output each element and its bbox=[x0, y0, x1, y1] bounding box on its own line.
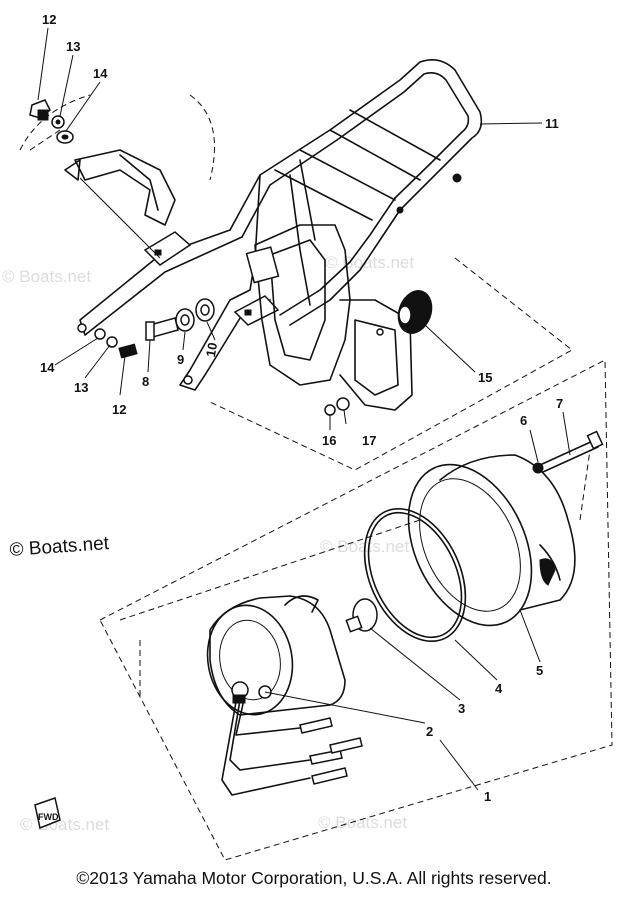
hardware-lower-left bbox=[94, 298, 350, 416]
callout-13-bot: 13 bbox=[74, 380, 88, 395]
callout-13-top: 13 bbox=[66, 39, 80, 54]
fwd-label: FWD bbox=[38, 812, 59, 822]
watermark-bottom-left: © Boats.net bbox=[20, 815, 109, 834]
callout-9: 9 bbox=[177, 352, 184, 367]
callout-14-top: 14 bbox=[93, 66, 108, 81]
dashed-outlines bbox=[19, 94, 613, 861]
fwd-stamp: FWD bbox=[34, 797, 61, 830]
grommet-15 bbox=[397, 290, 433, 334]
leader-lines bbox=[37, 27, 571, 791]
callout-3: 3 bbox=[458, 701, 465, 716]
fender-fragment bbox=[64, 149, 176, 226]
callout-4: 4 bbox=[495, 681, 503, 696]
copyright-notice: ©2013 Yamaha Motor Corporation, U.S.A. A… bbox=[76, 868, 552, 888]
callouts: 12 13 14 11 14 13 12 8 9 10 15 16 17 6 7… bbox=[40, 12, 563, 804]
callout-5: 5 bbox=[536, 663, 543, 678]
callout-11: 11 bbox=[545, 116, 559, 131]
callout-7: 7 bbox=[556, 396, 563, 411]
callout-12-bot: 12 bbox=[112, 402, 126, 417]
headlight-shell-5 bbox=[407, 454, 576, 627]
bolt-7 bbox=[532, 430, 604, 474]
watermark-bottom-mid: © Boats.net bbox=[318, 813, 407, 832]
watermark-prominent: © Boats.net bbox=[9, 533, 110, 561]
watermark-left: © Boats.net bbox=[2, 267, 91, 286]
hardware-top-left bbox=[29, 99, 74, 144]
callout-10: 10 bbox=[203, 341, 220, 358]
license-bracket bbox=[245, 224, 413, 411]
callout-2: 2 bbox=[426, 724, 433, 739]
ring-4 bbox=[363, 507, 467, 643]
carrier-frame bbox=[77, 59, 483, 391]
callout-8: 8 bbox=[142, 374, 149, 389]
callout-15: 15 bbox=[478, 370, 492, 385]
callout-6: 6 bbox=[520, 413, 527, 428]
parts-diagram: © Boats.net © Boats.net © Boats.net © Bo… bbox=[2, 12, 613, 861]
wiring bbox=[221, 699, 363, 796]
callout-17: 17 bbox=[362, 433, 376, 448]
callout-1: 1 bbox=[484, 789, 491, 804]
headlight-body-2 bbox=[206, 595, 346, 716]
callout-14-bot: 14 bbox=[40, 360, 55, 375]
bulb-3 bbox=[345, 598, 378, 633]
callout-16: 16 bbox=[322, 433, 336, 448]
callout-12-top: 12 bbox=[42, 12, 56, 27]
